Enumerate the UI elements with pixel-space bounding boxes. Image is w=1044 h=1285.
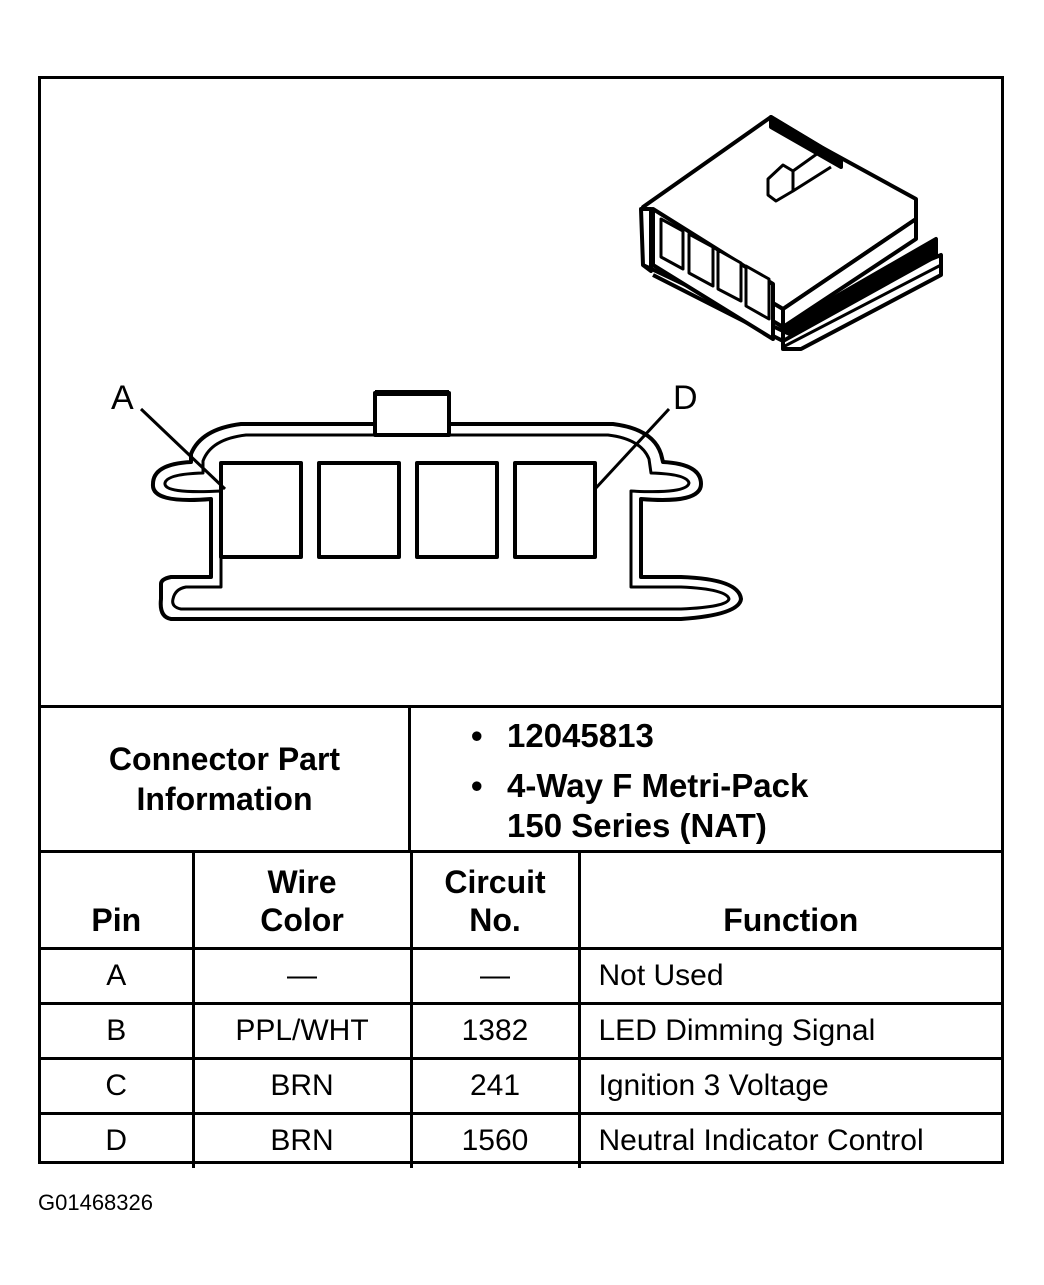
function-cell: LED Dimming Signal bbox=[577, 1001, 1001, 1060]
table-header-row: Pin Wire Color Circuit No. Function bbox=[41, 853, 1001, 950]
table-row: B PPL/WHT 1382 LED Dimming Signal bbox=[41, 1001, 1001, 1060]
table-row: C BRN 241 Ignition 3 Voltage bbox=[41, 1056, 1001, 1115]
wire-color-cell: — bbox=[191, 946, 413, 1005]
circuit-cell: 241 bbox=[409, 1056, 581, 1115]
wire-color-cell: BRN bbox=[191, 1056, 413, 1115]
table-row: A — — Not Used bbox=[41, 946, 1001, 1005]
pin-cell: C bbox=[41, 1056, 195, 1115]
connector-illustration: A D bbox=[111, 115, 943, 621]
connector-3d-view bbox=[639, 115, 943, 351]
header-circuit: Circuit No. bbox=[409, 853, 581, 950]
wire-color-cell: PPL/WHT bbox=[191, 1001, 413, 1060]
pin-cell: B bbox=[41, 1001, 195, 1060]
circuit-cell: — bbox=[409, 946, 581, 1005]
pin-cell: A bbox=[41, 946, 195, 1005]
function-cell: Not Used bbox=[577, 946, 1001, 1005]
circuit-cell: 1382 bbox=[409, 1001, 581, 1060]
pin-cell: D bbox=[41, 1111, 195, 1168]
callout-d-label: D bbox=[673, 379, 698, 417]
figure-id: G01468326 bbox=[38, 1190, 153, 1215]
table-row: D BRN 1560 Neutral Indicator Control bbox=[41, 1111, 1001, 1168]
function-cell: Ignition 3 Voltage bbox=[577, 1056, 1001, 1115]
header-pin: Pin bbox=[41, 853, 195, 950]
wire-color-cell: BRN bbox=[191, 1111, 413, 1168]
part-info-values: •12045813 •4-Way F Metri-Pack 150 Series… bbox=[471, 717, 809, 844]
connector-drawing: A D bbox=[41, 79, 1001, 705]
header-function: Function bbox=[577, 853, 1001, 950]
diagram-frame: A D Connector Part Information •12045813… bbox=[38, 76, 1004, 1168]
part-info-label: Connector Part Information bbox=[41, 708, 411, 850]
connector-part-info: Connector Part Information •12045813 •4-… bbox=[41, 705, 1001, 853]
header-wire-color: Wire Color bbox=[191, 853, 413, 950]
part-series-item: 150 Series (NAT) bbox=[507, 807, 767, 844]
circuit-cell: 1560 bbox=[409, 1111, 581, 1168]
function-cell: Neutral Indicator Control bbox=[577, 1111, 1001, 1168]
connector-face-view bbox=[139, 390, 743, 621]
pin-table: Pin Wire Color Circuit No. Function A — … bbox=[41, 853, 1001, 1168]
callout-a-label: A bbox=[111, 379, 134, 417]
